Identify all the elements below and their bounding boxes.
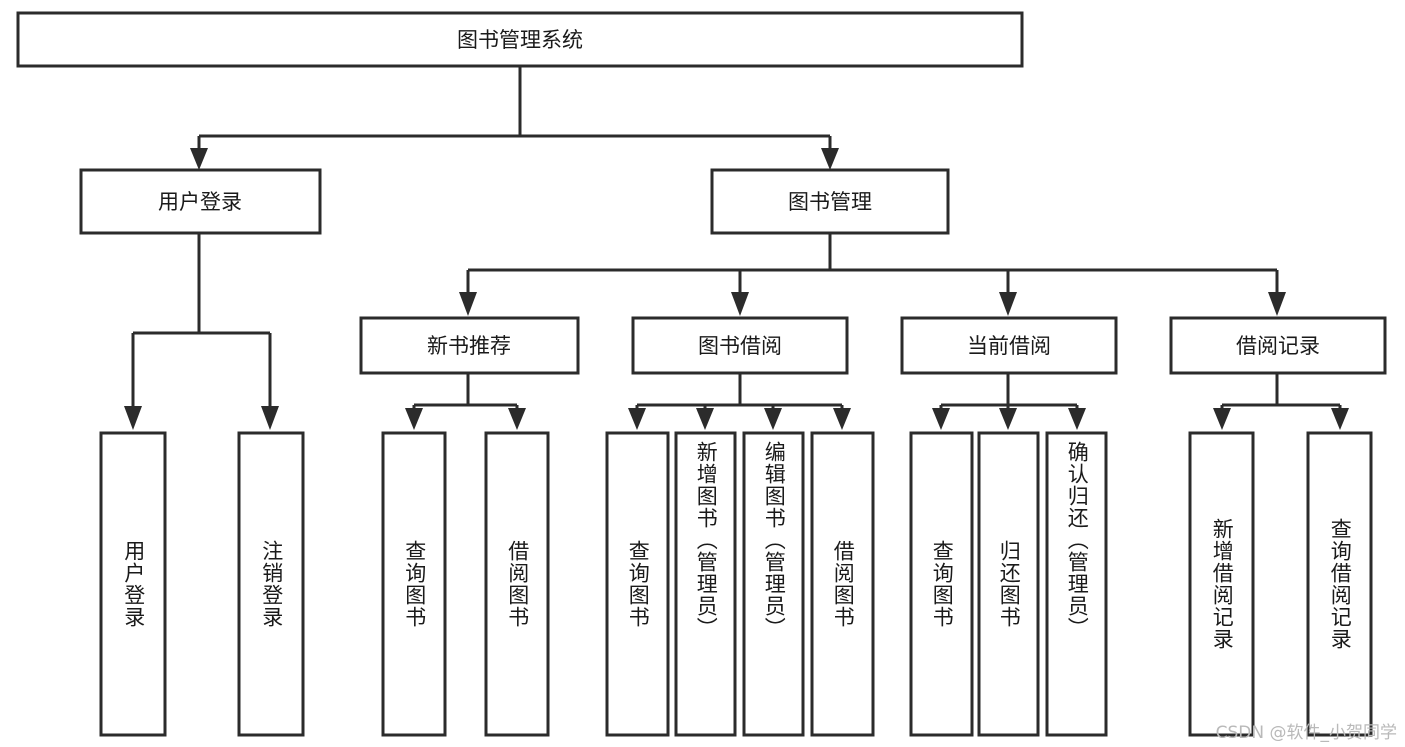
arrow-to-borrow-records — [1268, 292, 1286, 316]
csdn-watermark: CSDN @软件_小贺同学 — [1215, 723, 1397, 743]
arrow-to-leaf-logout — [261, 406, 279, 430]
arrow-root-to-user-login — [190, 148, 208, 170]
leaf-records-add-record[interactable] — [1188, 431, 1255, 737]
node-book-management[interactable] — [710, 168, 950, 235]
leaf-current-query-book[interactable] — [909, 431, 974, 737]
arrow-borrow-add — [696, 408, 714, 430]
node-user-login-label: 用户登录 — [158, 190, 242, 214]
leaf-newbook-query-book[interactable] — [381, 431, 447, 737]
arrow-records-query — [1331, 408, 1349, 430]
leaf-newbook-borrow-book[interactable] — [484, 431, 550, 737]
arrow-borrow-lend — [833, 408, 851, 430]
arrow-newbook-query — [405, 408, 423, 430]
leaf-borrow-lend-book[interactable] — [810, 431, 875, 737]
arrow-borrow-query — [628, 408, 646, 430]
node-user-login[interactable] — [79, 168, 322, 235]
arrow-to-leaf-user-login — [124, 406, 142, 430]
arrow-borrow-edit — [764, 408, 782, 430]
arrow-root-to-book-mgmt — [821, 148, 839, 170]
node-book-borrow-label: 图书借阅 — [698, 334, 782, 358]
node-new-book-recommend-label: 新书推荐 — [427, 334, 511, 358]
leaf-borrow-add-book-admin[interactable] — [674, 431, 737, 737]
arrow-records-add — [1213, 408, 1231, 430]
leaf-current-confirm-return-admin[interactable] — [1045, 431, 1108, 737]
leaf-current-return-book[interactable] — [977, 431, 1040, 737]
arrow-to-current-borrow — [999, 292, 1017, 316]
leaf-records-query-record[interactable] — [1306, 431, 1373, 737]
arrow-newbook-borrow — [508, 408, 526, 430]
leaf-logout[interactable] — [237, 431, 305, 737]
arrow-current-return — [999, 408, 1017, 430]
leaf-user-login[interactable] — [99, 431, 167, 737]
arrow-to-book-borrow — [731, 292, 749, 316]
node-current-borrow[interactable] — [900, 316, 1118, 375]
node-book-borrow[interactable] — [631, 316, 849, 375]
node-borrow-records[interactable] — [1169, 316, 1387, 375]
leaf-borrow-query-book[interactable] — [605, 431, 670, 737]
arrow-to-new-book — [459, 292, 477, 316]
node-current-borrow-label: 当前借阅 — [967, 334, 1051, 358]
node-layer: 图书管理系统 用户登录 图书管理 新书推荐 图书借阅 当前借阅 借阅记录 — [16, 11, 1387, 737]
arrow-current-confirm — [1068, 408, 1086, 430]
node-new-book-recommend[interactable] — [359, 316, 580, 375]
node-root[interactable] — [16, 11, 1024, 68]
leaf-borrow-edit-book-admin[interactable] — [742, 431, 805, 737]
arrow-current-query — [932, 408, 950, 430]
node-book-management-label: 图书管理 — [788, 190, 872, 214]
connector-layer — [124, 66, 1349, 430]
node-root-label: 图书管理系统 — [457, 28, 583, 52]
node-borrow-records-label: 借阅记录 — [1236, 334, 1320, 358]
